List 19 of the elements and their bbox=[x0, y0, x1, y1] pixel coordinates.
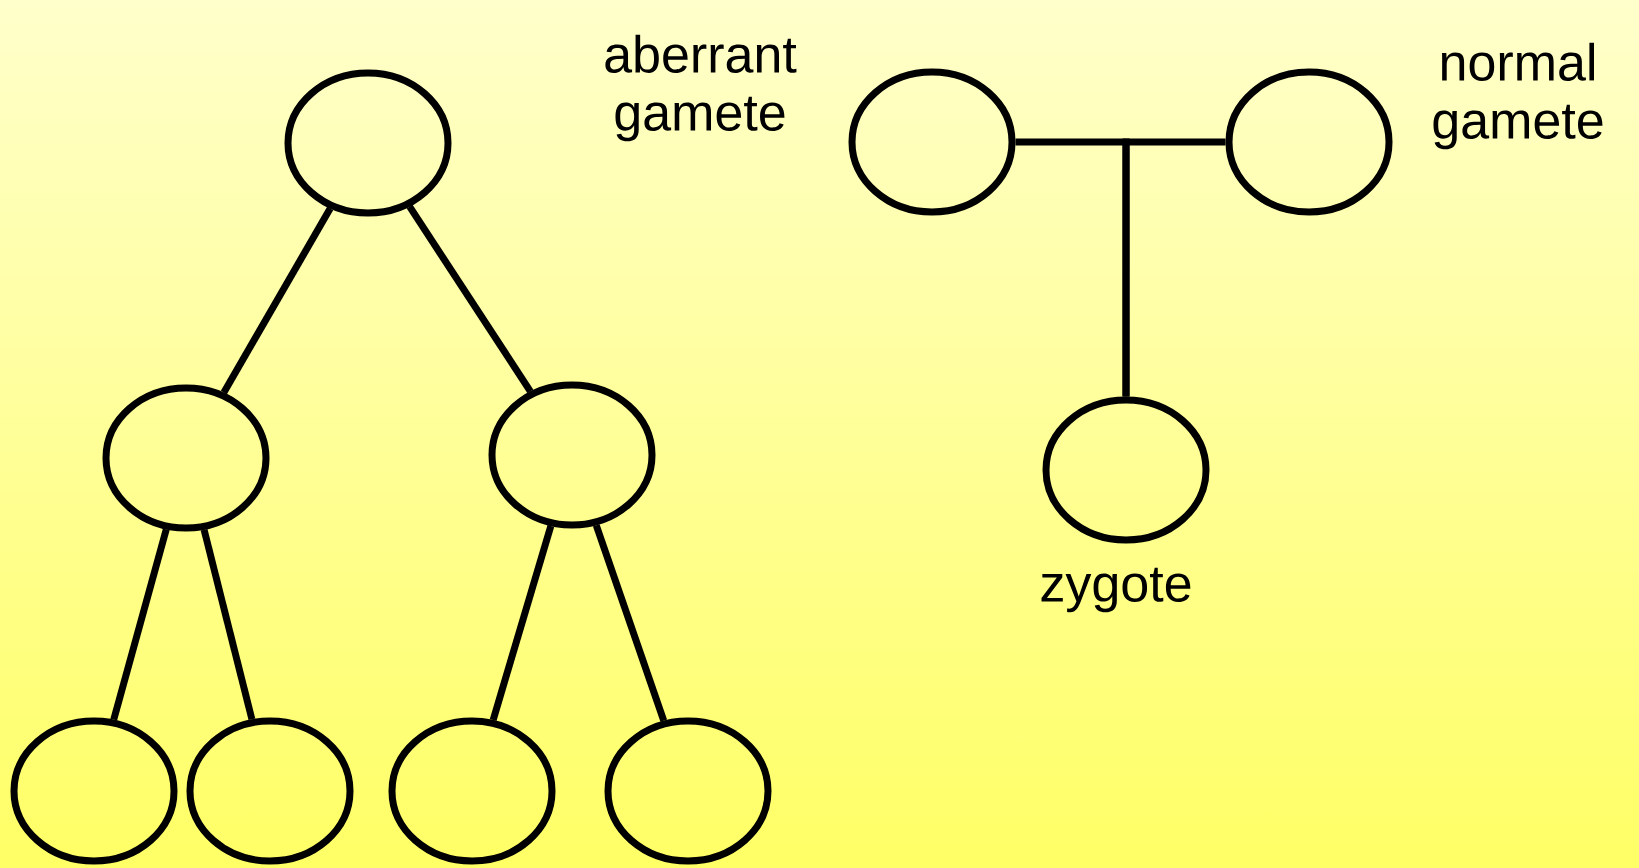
ellipse-shape bbox=[1225, 68, 1393, 216]
connector-line bbox=[220, 206, 334, 395]
ellipse-shape bbox=[10, 717, 178, 865]
text-label: aberrant gamete bbox=[605, 34, 797, 142]
ellipse-shape bbox=[848, 68, 1016, 216]
connector-line bbox=[489, 525, 555, 721]
connector-line bbox=[110, 528, 170, 721]
ellipse-shape bbox=[604, 717, 772, 865]
ellipse-shape bbox=[488, 381, 656, 529]
ellipse-shape bbox=[1042, 396, 1210, 544]
connector-line bbox=[406, 204, 534, 394]
node-label: zygote bbox=[1041, 567, 1191, 613]
ellipse-shape bbox=[102, 384, 270, 532]
connector-line bbox=[592, 524, 668, 722]
ellipse-shape bbox=[388, 717, 556, 865]
node-label: normal gamete bbox=[1433, 42, 1603, 150]
ellipse-shape bbox=[186, 717, 354, 865]
connector-line bbox=[200, 528, 256, 721]
ellipse-shape bbox=[284, 69, 452, 217]
